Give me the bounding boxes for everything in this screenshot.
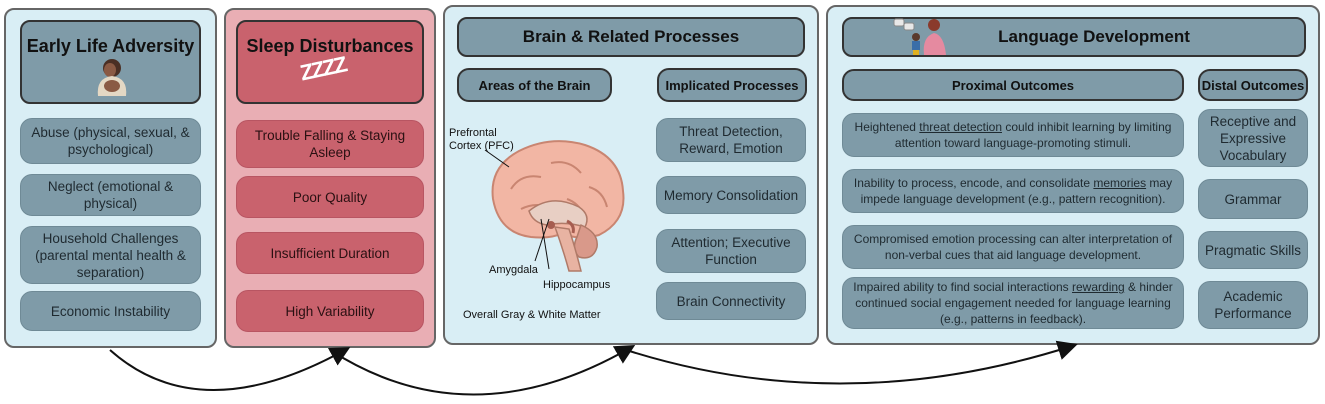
proximal-header: Proximal Outcomes [842, 69, 1184, 101]
process-connectivity: Brain Connectivity [656, 282, 806, 320]
areas-header: Areas of the Brain [457, 68, 612, 102]
distal-header: Distal Outcomes [1198, 69, 1308, 101]
arrow-brain-to-language [619, 340, 1078, 385]
adversity-item-abuse: Abuse (physical, sexual, & psychological… [20, 118, 201, 164]
brain-panel: Brain & Related Processes Areas of the B… [443, 5, 819, 345]
language-panel: Language Development Proximal Outcomes D… [826, 5, 1320, 345]
adversity-item-household: Household Challenges (parental mental he… [20, 226, 201, 284]
proximal-item-memory: Inability to process, encode, and consol… [842, 169, 1184, 213]
brain-title: Brain & Related Processes [522, 27, 740, 46]
gray-white-label: Overall Gray & White Matter [463, 309, 601, 321]
adversity-item-economic: Economic Instability [20, 291, 201, 331]
arrow-adversity-to-sleep [109, 347, 351, 391]
proximal-item-threat: Heightened threat detection could inhibi… [842, 113, 1184, 157]
early-life-adversity-title: Early Life Adversity [26, 36, 195, 56]
sleep-item-insufficient: Insufficient Duration [236, 232, 424, 274]
process-threat: Threat Detection, Reward, Emotion [656, 118, 806, 162]
brain-header: Brain & Related Processes [457, 17, 805, 57]
sleep-disturbances-header: Sleep Disturbances [236, 20, 424, 104]
sleep-disturbances-panel: Sleep Disturbances ZZZZ Trouble Falling … [224, 8, 436, 348]
language-title: Language Development [998, 27, 1190, 46]
early-life-adversity-panel: Early Life Adversity Abuse (physical, se… [4, 8, 217, 348]
adversity-item-neglect: Neglect (emotional & physical) [20, 174, 201, 216]
sleep-item-trouble-falling: Trouble Falling & Staying Asleep [236, 120, 424, 168]
brain-icon [491, 140, 625, 272]
distal-item-vocabulary: Receptive and Expressive Vocabulary [1198, 109, 1308, 167]
process-memory: Memory Consolidation [656, 176, 806, 214]
arrow-sleep-to-brain [329, 345, 636, 396]
hippocampus-label: Hippocampus [543, 279, 611, 291]
sleep-item-variability: High Variability [236, 290, 424, 332]
process-attention: Attention; Executive Function [656, 229, 806, 273]
proximal-item-reward: Impaired ability to find social interact… [842, 277, 1184, 329]
sleep-disturbances-title: Sleep Disturbances [246, 36, 414, 56]
proximal-item-emotion: Compromised emotion processing can alter… [842, 225, 1184, 269]
distal-item-grammar: Grammar [1198, 179, 1308, 219]
processes-header: Implicated Processes [657, 68, 807, 102]
sad-child-icon [97, 59, 127, 96]
pfc-label: Prefrontal Cortex (PFC) [449, 127, 514, 152]
distal-item-academic: Academic Performance [1198, 281, 1308, 329]
parent-child-icon [893, 18, 946, 55]
distal-item-pragmatic: Pragmatic Skills [1198, 231, 1308, 269]
sleep-item-poor-quality: Poor Quality [236, 176, 424, 218]
amygdala-label: Amygdala [489, 264, 538, 276]
brain-label-lines [484, 149, 550, 270]
